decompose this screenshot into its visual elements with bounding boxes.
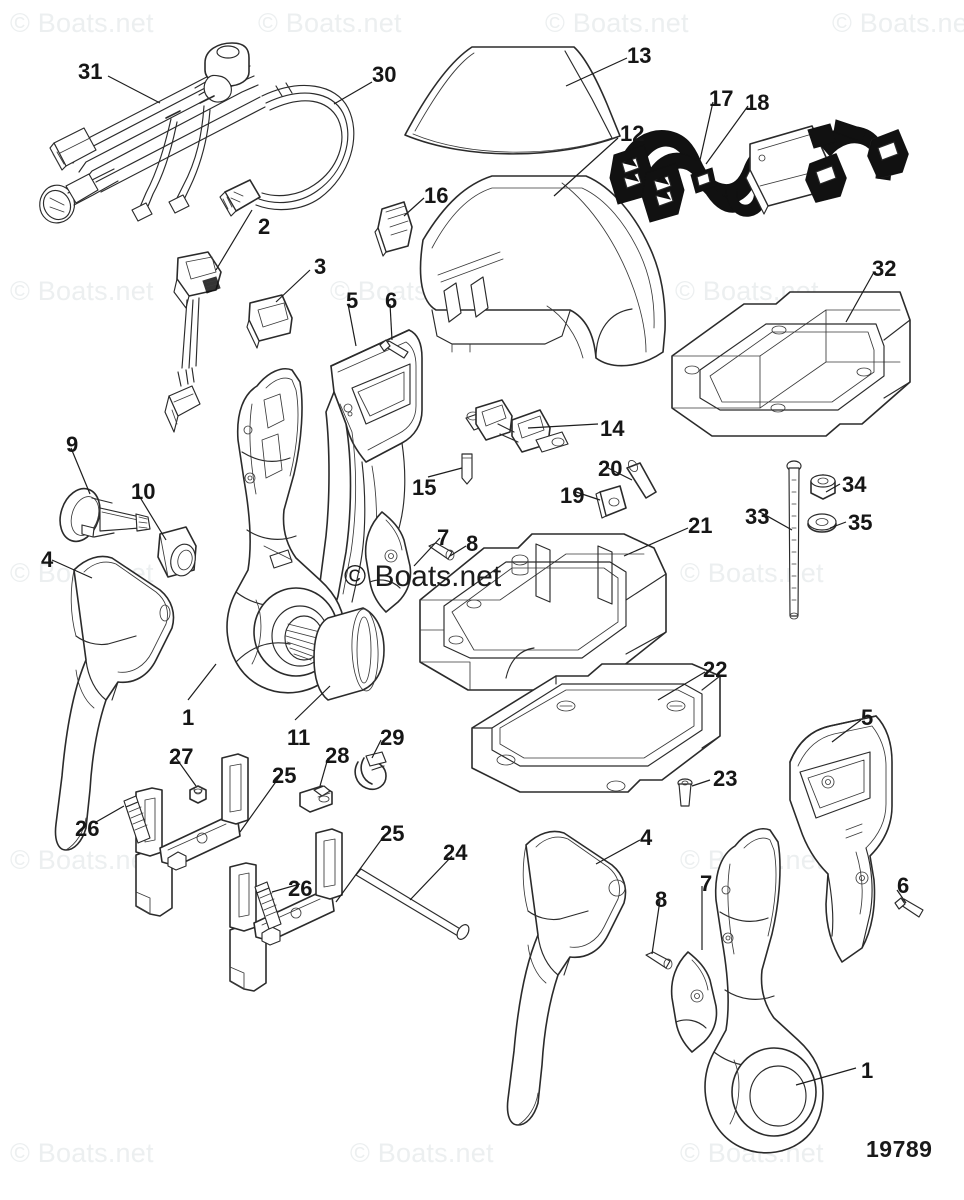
- callout-7-trigger-lever-right[interactable]: 7: [700, 871, 713, 896]
- callout-23-screw-gasket[interactable]: 23: [713, 766, 738, 791]
- part-1-handle-body-right: [704, 828, 824, 1154]
- callout-19-retainer-plate[interactable]: 19: [560, 483, 585, 508]
- part-24-long-rod: [355, 868, 470, 940]
- center-watermark: © Boats.net: [344, 560, 502, 593]
- part-14-switch-bracket: [465, 399, 569, 453]
- callout-4-handle-grip-right[interactable]: 4: [640, 825, 653, 850]
- callout-1-handle-body-main[interactable]: 1: [182, 705, 195, 730]
- callout-32-mounting-tray-upper[interactable]: 32: [872, 256, 897, 281]
- part-35-flat-washer: [807, 513, 837, 533]
- callout-14-switch-bracket[interactable]: 14: [600, 416, 625, 441]
- callout-17-switch-harness[interactable]: 17: [709, 86, 734, 111]
- callout-29-clip-spring[interactable]: 29: [380, 725, 405, 750]
- callout-7-trigger-lever[interactable]: 7: [437, 525, 450, 550]
- part-2-connector-plug: [164, 251, 222, 433]
- part-29-clip-spring: [354, 751, 387, 791]
- part-10-bushing-sleeve: [157, 526, 197, 578]
- part-19-retainer-plate: [595, 485, 627, 519]
- part-25-mounting-bracket-upper: [135, 753, 249, 917]
- callout-11-sleeve-ring[interactable]: 11: [287, 725, 311, 750]
- part-26-screw-bracket-upper: [123, 795, 151, 844]
- callout-21-housing-base-tray[interactable]: 21: [688, 513, 713, 538]
- callout-6-screw-trim[interactable]: 6: [385, 288, 398, 313]
- part-6-screw-trim-left: [379, 339, 409, 359]
- part-22-gasket-frame: [471, 663, 721, 793]
- part-25-mounting-bracket-lower: [229, 828, 343, 992]
- callout-5-side-trim-cover-right[interactable]: 5: [861, 705, 874, 730]
- callout-3-connector-block[interactable]: 3: [314, 254, 327, 279]
- part-33-long-bolt: [786, 460, 802, 620]
- callout-2-connector-plug[interactable]: 2: [258, 214, 271, 239]
- part-23-screw-gasket: [677, 778, 693, 807]
- part-16-grommet-cap: [374, 201, 413, 257]
- part-7-trigger-lever-right: [670, 951, 718, 1053]
- callout-1-handle-body-right[interactable]: 1: [861, 1058, 874, 1083]
- part-28-cable-clamp: [299, 785, 333, 813]
- part-17-18-switch-harness: [609, 119, 909, 223]
- part-11-sleeve-ring: [313, 607, 385, 701]
- callout-16-grommet-cap[interactable]: 16: [424, 183, 449, 208]
- callout-20-pin-dowel[interactable]: 20: [598, 456, 623, 481]
- callout-24-long-rod[interactable]: 24: [443, 840, 468, 865]
- callout-25-mounting-bracket-lower[interactable]: 25: [380, 821, 405, 846]
- callout-6-screw-trim-right[interactable]: 6: [897, 873, 910, 898]
- part-21-housing-base-tray: [419, 533, 667, 691]
- callout-28-cable-clamp[interactable]: 28: [325, 743, 350, 768]
- callout-27-nut-hex[interactable]: 27: [169, 744, 194, 769]
- callout-22-gasket-frame[interactable]: 22: [703, 657, 728, 682]
- callout-13-cowl-top-cover[interactable]: 13: [627, 43, 652, 68]
- part-4-handle-grip-left: [54, 555, 175, 851]
- callout-15-screw-small[interactable]: 15: [412, 475, 437, 500]
- part-31-wire-harness: [39, 42, 355, 224]
- callout-8-pivot-screw[interactable]: 8: [466, 531, 479, 556]
- part-6-screw-trim-right: [894, 897, 924, 918]
- part-26-screw-bracket-lower: [254, 881, 282, 930]
- part-5-side-trim-right: [789, 715, 893, 963]
- leader-lines: [51, 57, 907, 1086]
- part-12-cowl-side-cover: [419, 175, 666, 367]
- callout-26-screw-bracket-upper[interactable]: 26: [75, 816, 100, 841]
- callout-18-switch-module[interactable]: 18: [745, 90, 770, 115]
- part-4-handle-grip-right: [506, 830, 627, 1126]
- callout-5-side-trim-cover-left[interactable]: 5: [346, 288, 359, 313]
- part-20-pin-dowel: [626, 460, 657, 499]
- callout-8-pivot-screw-right[interactable]: 8: [655, 887, 668, 912]
- callout-34-lock-nut[interactable]: 34: [842, 472, 867, 497]
- part-27-nut-hex: [189, 785, 207, 804]
- part-13-cowl-top-cover: [404, 46, 621, 155]
- callout-25-mounting-bracket-upper[interactable]: 25: [272, 763, 297, 788]
- callout-9-bushing-collar[interactable]: 9: [66, 432, 79, 457]
- callout-10-bushing-sleeve[interactable]: 10: [131, 479, 156, 504]
- part-15-screw-small: [461, 453, 473, 485]
- part-9-bushing-collar: [59, 487, 151, 543]
- callout-26-screw-bracket-lower[interactable]: 26: [288, 876, 313, 901]
- callout-33-long-bolt[interactable]: 33: [745, 504, 770, 529]
- part-7-trigger-lever-left: [364, 511, 412, 613]
- diagram-number: 19789: [866, 1136, 933, 1162]
- part-34-lock-nut: [810, 474, 836, 500]
- part-32-mounting-tray-upper: [671, 291, 911, 437]
- part-3-connector-block: [246, 294, 293, 349]
- callout-4-handle-grip-left[interactable]: 4: [41, 547, 54, 572]
- part-8-pivot-screw-right: [645, 951, 673, 970]
- callout-30-wire-harness-coiled[interactable]: 30: [372, 62, 397, 87]
- callout-31-wire-harness-long[interactable]: 31: [78, 59, 103, 84]
- callout-12-cowl-side-cover[interactable]: 12: [620, 121, 645, 146]
- callout-35-flat-washer[interactable]: 35: [848, 510, 873, 535]
